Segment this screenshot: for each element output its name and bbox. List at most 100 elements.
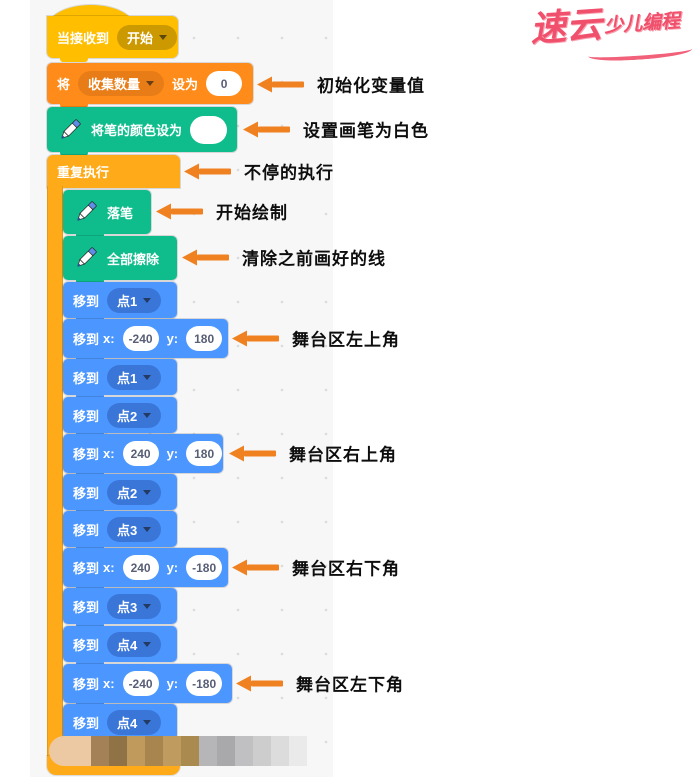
y-label: y: [166, 331, 179, 346]
move-label: 移到 [73, 522, 100, 538]
erase-all-block[interactable]: 全部擦除 [63, 236, 177, 284]
block-tab [60, 152, 88, 156]
move-to-point-block[interactable]: 移到 点1 [63, 282, 177, 322]
annotation-bottom-right-corner: 舞台区右下角 [232, 555, 400, 580]
y-value-input[interactable]: 180 [186, 441, 223, 466]
move-to-point-block[interactable]: 移到 点2 [63, 474, 177, 514]
move-label: 移到 [73, 561, 100, 576]
move-to-point-block[interactable]: 移到 点4 [63, 704, 177, 744]
block-tab [60, 58, 88, 62]
point-dropdown[interactable]: 点1 [107, 364, 162, 390]
erase-all-label: 全部擦除 [107, 251, 160, 267]
move-label: 移到 [73, 485, 100, 501]
pen-icon [77, 201, 97, 221]
y-label: y: [166, 676, 179, 691]
move-to-point-block[interactable]: 移到 点2 [63, 397, 177, 437]
move-label: 移到 [73, 293, 100, 309]
arrow-left-icon [243, 121, 258, 137]
mosaic-cell [289, 736, 307, 766]
annotation-init-variable: 初始化变量值 [257, 72, 425, 97]
annotation-top-left-corner: 舞台区左上角 [232, 326, 400, 351]
move-to-point-block[interactable]: 移到 点3 [63, 511, 177, 551]
point-dropdown[interactable]: 点4 [107, 631, 162, 657]
y-value-input[interactable]: -180 [186, 671, 223, 696]
when-receive-label: 当接收到 [57, 30, 110, 46]
pen-down-label: 落笔 [107, 205, 134, 221]
arrow-line [247, 564, 279, 570]
variable-value-input[interactable]: 0 [206, 71, 243, 96]
point-dropdown-value: 点2 [117, 485, 138, 501]
chevron-down-icon [159, 34, 168, 40]
to-word-label: 设为 [172, 77, 199, 92]
annotation-erase: 清除之前画好的线 [182, 245, 386, 270]
arrow-left-icon [257, 76, 272, 92]
set-variable-block[interactable]: 将 收集数量 设为 0 [47, 63, 253, 108]
mosaic-cell [109, 736, 127, 766]
chevron-down-icon [143, 526, 152, 532]
chevron-down-icon [143, 374, 152, 380]
annotation-forever: 不停的执行 [184, 159, 334, 184]
set-word-label: 将 [57, 77, 71, 92]
pen-color-input[interactable] [190, 115, 227, 144]
move-label: 移到 [73, 447, 100, 462]
pen-set-color-label: 将笔的颜色设为 [91, 123, 183, 138]
pen-down-block[interactable]: 落笔 [63, 190, 151, 238]
point-dropdown[interactable]: 点2 [107, 402, 162, 428]
move-label: 移到 [73, 637, 100, 653]
point-dropdown[interactable]: 点4 [107, 709, 162, 735]
variable-dropdown[interactable]: 收集数量 [78, 71, 165, 96]
point-dropdown[interactable]: 点1 [107, 287, 162, 313]
move-to-xy-block[interactable]: 移到 x: -240 y: -180 [63, 664, 232, 707]
move-to-point-block[interactable]: 移到 点4 [63, 626, 177, 666]
point-dropdown[interactable]: 点3 [107, 516, 162, 542]
x-label: x: [103, 676, 115, 691]
annotation-text: 开始绘制 [216, 203, 288, 223]
point-dropdown-value: 点4 [117, 715, 138, 731]
annotation-text: 不停的执行 [244, 163, 334, 183]
x-label: x: [103, 446, 115, 461]
point-dropdown-value: 点3 [117, 522, 138, 538]
move-label: 移到 [73, 332, 100, 347]
y-value-input[interactable]: -180 [186, 555, 223, 580]
point-dropdown-value: 点2 [117, 408, 138, 424]
x-value-input[interactable]: 240 [122, 555, 159, 580]
arrow-line [171, 208, 203, 214]
move-label: 移到 [73, 408, 100, 424]
brand-watermark-swash [587, 42, 693, 64]
move-to-xy-block[interactable]: 移到 x: 240 y: 180 [63, 434, 223, 477]
when-receive-hat-block[interactable]: 当接收到 开始 [47, 16, 178, 62]
point-dropdown-value: 点4 [117, 637, 138, 653]
point-dropdown[interactable]: 点2 [107, 479, 162, 505]
point-dropdown[interactable]: 点3 [107, 593, 162, 619]
x-label: x: [103, 560, 115, 575]
brand-watermark-small: 少儿编程 [603, 10, 681, 38]
annotation-text: 舞台区左上角 [292, 330, 400, 350]
broadcast-dropdown-value: 开始 [127, 30, 154, 46]
pen-icon [77, 247, 97, 267]
forever-block-top[interactable]: 重复执行 [47, 155, 180, 188]
chevron-down-icon [146, 81, 155, 86]
chevron-down-icon [143, 603, 152, 609]
chevron-down-icon [143, 719, 152, 725]
chevron-down-icon [143, 641, 152, 647]
move-to-point-block[interactable]: 移到 点3 [63, 588, 177, 628]
y-label: y: [166, 446, 179, 461]
brand-watermark-large: 速云 [528, 3, 604, 50]
x-value-input[interactable]: -240 [122, 326, 159, 351]
x-value-input[interactable]: 240 [122, 441, 159, 466]
move-to-xy-block[interactable]: 移到 x: -240 y: 180 [63, 319, 228, 362]
forever-block-left-arm [47, 186, 63, 758]
mosaic-cell [217, 736, 235, 766]
move-to-point-block[interactable]: 移到 点1 [63, 359, 177, 399]
arrow-line [197, 254, 229, 260]
x-value-input[interactable]: -240 [122, 671, 159, 696]
pen-set-color-block[interactable]: 将笔的颜色设为 [47, 107, 237, 156]
pen-icon [61, 118, 81, 139]
y-value-input[interactable]: 180 [186, 326, 223, 351]
block-tab [60, 104, 88, 108]
move-to-xy-block[interactable]: 移到 x: 240 y: -180 [63, 548, 228, 591]
arrow-left-icon [232, 330, 247, 346]
forever-label: 重复执行 [57, 165, 110, 180]
broadcast-dropdown[interactable]: 开始 [117, 24, 178, 50]
mosaic-cell [49, 736, 91, 766]
